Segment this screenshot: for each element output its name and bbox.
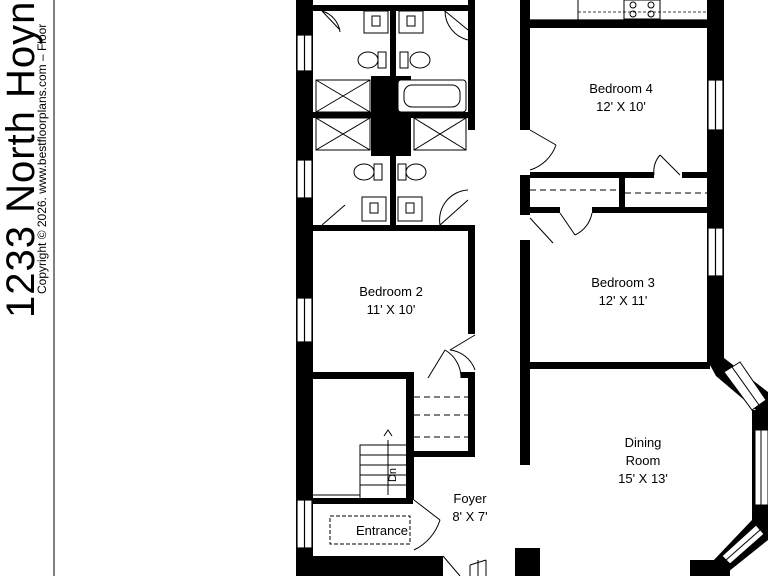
- toilet-icon: [353, 163, 375, 181]
- copyright-text: Copyright © 2026. www.bestfloorplans.com…: [35, 23, 49, 294]
- sink-icon: [398, 10, 424, 34]
- room-label-bedroom2: Bedroom 2 11' X 10': [336, 283, 446, 319]
- sink-icon: [361, 196, 387, 222]
- left-exterior-wall: [296, 0, 313, 576]
- room-size: 11' X 10': [366, 302, 416, 317]
- bay-window: [710, 358, 768, 572]
- right-exterior-wall: [707, 0, 724, 365]
- room-label-dining: Dining Room 15' X 13': [588, 434, 698, 488]
- bottom-wall-mid: [515, 548, 540, 576]
- doors: [321, 10, 681, 576]
- room-name: Bedroom 4: [589, 81, 653, 96]
- bedroom4-bottom-wall-left: [530, 172, 654, 178]
- sink-icon: [397, 196, 423, 222]
- closet-divider-wall: [619, 176, 625, 211]
- closet-bottom-wall-right: [592, 207, 707, 213]
- right-rooms-wall-lower: [520, 240, 530, 465]
- kitchen-bottom-wall: [530, 20, 707, 28]
- entrance-label: Entrance: [356, 523, 409, 538]
- room-label-foyer: Foyer 8' X 7': [430, 490, 510, 526]
- room-name: Foyer: [453, 491, 487, 506]
- sink-icon: [363, 10, 389, 34]
- stair-top-wall: [313, 372, 413, 379]
- room-name-line2: Room: [625, 453, 661, 468]
- bedroom3-bottom-wall: [530, 362, 710, 369]
- bath-middle-wall: [313, 112, 473, 118]
- room-size: 12' X 11': [598, 293, 648, 308]
- landing-bottom-wall: [313, 498, 413, 504]
- windows: [296, 34, 724, 549]
- closet-bottom-wall: [414, 451, 468, 457]
- bath-divider-lower: [390, 150, 396, 230]
- room-size: 12' X 10': [596, 99, 646, 114]
- room-size: 15' X 13': [618, 471, 668, 486]
- closet-shelves: [414, 189, 707, 438]
- stove-icon: [623, 0, 661, 20]
- hall-wall-mid: [468, 228, 475, 334]
- stairs-down-label: Dn: [387, 467, 399, 483]
- bottom-wall-left: [313, 556, 443, 576]
- closet-bottom-wall-left: [530, 207, 560, 213]
- kitchen-counter: [530, 0, 707, 21]
- right-rooms-wall-mid: [520, 175, 530, 215]
- hall-wall-upper: [468, 0, 475, 130]
- room-name-line1: Dining: [624, 435, 662, 450]
- arrow-up-icon: [383, 429, 393, 437]
- entrance-mat: [329, 515, 411, 545]
- room-size: 8' X 7': [452, 509, 488, 524]
- bath-fixtures: [315, 10, 467, 222]
- stairs: [313, 429, 406, 500]
- lower-stairs: [469, 559, 487, 576]
- bath-divider-upper: [390, 5, 396, 115]
- toilet-icon: [409, 51, 431, 69]
- closet-right-wall: [468, 372, 475, 457]
- room-label-bedroom3: Bedroom 3 12' X 11': [568, 274, 678, 310]
- toilet-icon: [405, 163, 427, 181]
- room-label-bedroom4: Bedroom 4 12' X 10': [566, 80, 676, 116]
- bath-bottom-wall: [313, 225, 475, 231]
- stair-right-wall: [406, 372, 414, 500]
- bathtub-icon: [397, 79, 467, 113]
- room-name: Bedroom 3: [591, 275, 655, 290]
- toilet-icon: [357, 51, 379, 69]
- bedroom4-bottom-wall-right: [682, 172, 707, 178]
- right-rooms-wall-upper: [520, 0, 530, 130]
- room-name: Bedroom 2: [359, 284, 423, 299]
